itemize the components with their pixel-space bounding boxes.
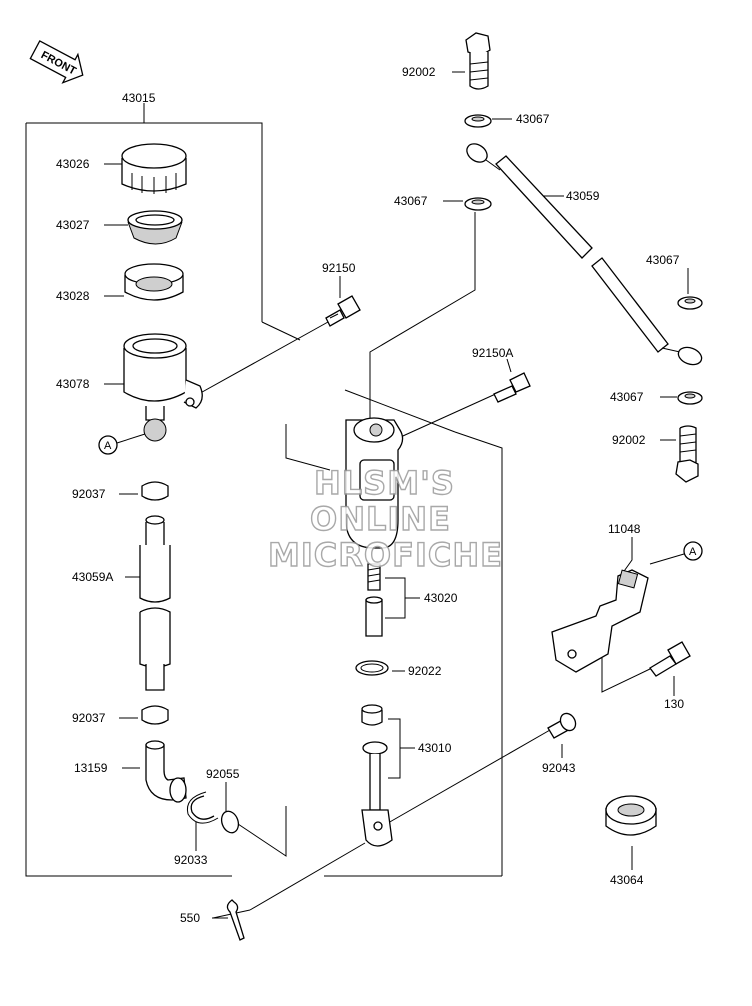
label-43027: 43027 <box>56 218 90 232</box>
label-92022: 92022 <box>408 664 442 678</box>
label-92150: 92150 <box>322 261 356 275</box>
piston <box>365 596 383 637</box>
watermark: HLSM'S ONLINE MICROFICHE <box>267 463 503 574</box>
grommet <box>605 795 657 836</box>
label-43064: 43064 <box>610 873 644 887</box>
svg-text:ONLINE: ONLINE <box>310 500 451 538</box>
washer-2 <box>464 197 492 211</box>
banjo-bolt-lower <box>675 425 699 483</box>
reference-marker-a: A <box>98 433 146 455</box>
label-43059A: 43059A <box>72 570 113 584</box>
reservoir-hose <box>139 515 171 691</box>
label-92037-lower: 92037 <box>72 711 106 725</box>
clevis-pin <box>547 712 577 739</box>
washer-4 <box>677 391 703 405</box>
label-43067-2: 43067 <box>394 194 428 208</box>
washer-3 <box>677 296 703 310</box>
hose-clamp-lower <box>141 705 169 725</box>
diaphragm <box>124 263 184 301</box>
reservoir-cap <box>121 143 187 194</box>
reservoir <box>123 333 203 442</box>
svg-text:MICROFICHE: MICROFICHE <box>268 536 503 574</box>
push-rod <box>361 704 393 847</box>
banjo-bolt-upper <box>465 32 491 90</box>
hose-elbow <box>145 740 187 803</box>
bolt-130 <box>649 641 691 677</box>
label-130: 130 <box>664 697 684 711</box>
label-43026: 43026 <box>56 157 90 171</box>
circlip-92022 <box>355 660 389 676</box>
cotter-pin <box>226 899 245 941</box>
label-92002-lower: 92002 <box>612 433 646 447</box>
label-13159: 13159 <box>74 761 108 775</box>
diaphragm-plate <box>127 210 183 245</box>
leader-lines <box>104 71 689 919</box>
label-43067-4: 43067 <box>610 390 644 404</box>
assembly-frame <box>25 122 503 877</box>
svg-text:A: A <box>104 440 112 452</box>
label-92002-upper: 92002 <box>402 65 436 79</box>
hose-clamp-upper <box>141 481 169 501</box>
label-43067-3: 43067 <box>646 253 680 267</box>
label-43078: 43078 <box>56 377 90 391</box>
label-92033: 92033 <box>174 853 208 867</box>
label-43015: 43015 <box>122 91 156 105</box>
front-arrow-icon: FRONT <box>29 40 84 84</box>
label-92037-upper: 92037 <box>72 487 106 501</box>
o-ring <box>220 810 240 834</box>
label-92150A: 92150A <box>472 346 513 360</box>
bolt-92150 <box>325 295 361 327</box>
bolt-92150A <box>493 372 531 403</box>
label-43020: 43020 <box>424 591 458 605</box>
label-11048: 11048 <box>608 522 641 536</box>
label-43010: 43010 <box>418 741 452 755</box>
label-43028: 43028 <box>56 289 90 303</box>
label-550: 550 <box>180 911 200 925</box>
svg-text:A: A <box>689 546 697 558</box>
svg-text:HLSM'S: HLSM'S <box>314 464 455 502</box>
master-cylinder-body <box>345 417 404 549</box>
label-43059: 43059 <box>566 189 600 203</box>
label-43067-1: 43067 <box>516 112 550 126</box>
label-92055: 92055 <box>206 767 240 781</box>
label-92043: 92043 <box>542 761 576 775</box>
piston-spring <box>367 563 381 591</box>
bracket <box>551 569 649 673</box>
washer-1 <box>464 114 492 128</box>
part-labels: 43015 43026 43027 43028 43078 92150 9215… <box>56 65 684 925</box>
reference-marker-a-bracket: A <box>683 541 703 561</box>
brake-hose <box>466 143 703 366</box>
circlip <box>186 791 219 824</box>
